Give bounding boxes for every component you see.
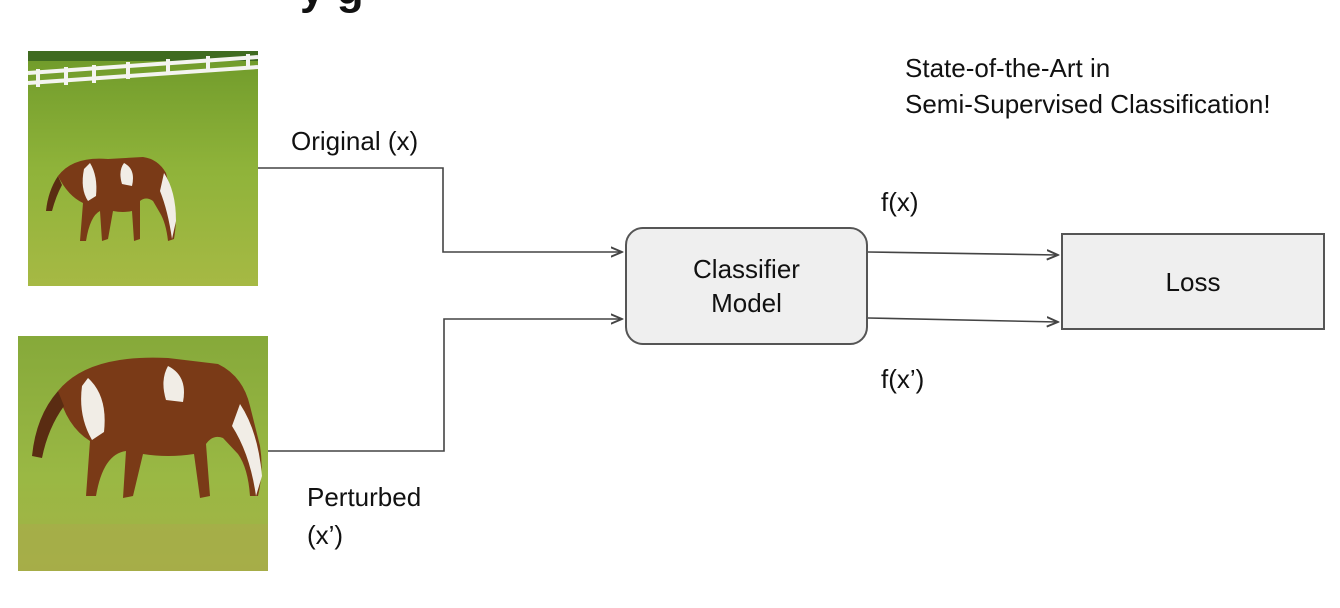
perturbed-to-classifier-arrow: [268, 319, 622, 452]
note-line2: Semi-Supervised Classification!: [905, 89, 1271, 119]
fx-label: f(x): [881, 187, 919, 217]
fx-to-loss-arrow: [867, 252, 1058, 255]
perturbed-label-line2: (x’): [307, 520, 344, 550]
loss-label: Loss: [1165, 266, 1221, 297]
partial-title: y g: [300, 0, 364, 12]
original-to-classifier-arrow: [258, 167, 622, 252]
original-horse-image: [28, 51, 258, 286]
classifier-label-line2: Model: [711, 288, 782, 318]
note-line1: State-of-the-Art in: [905, 53, 1111, 83]
loss-box: Loss: [1061, 233, 1325, 330]
perturbed-horse-image: [18, 336, 268, 571]
fxp-label: f(x’): [881, 364, 925, 394]
classifier-label-line1: Classifier: [693, 254, 800, 284]
classifier-model-box: Classifier Model: [625, 227, 868, 345]
perturbed-label-line1: Perturbed: [307, 482, 422, 512]
fxp-to-loss-arrow: [867, 318, 1058, 322]
original-label: Original (x): [291, 126, 419, 156]
